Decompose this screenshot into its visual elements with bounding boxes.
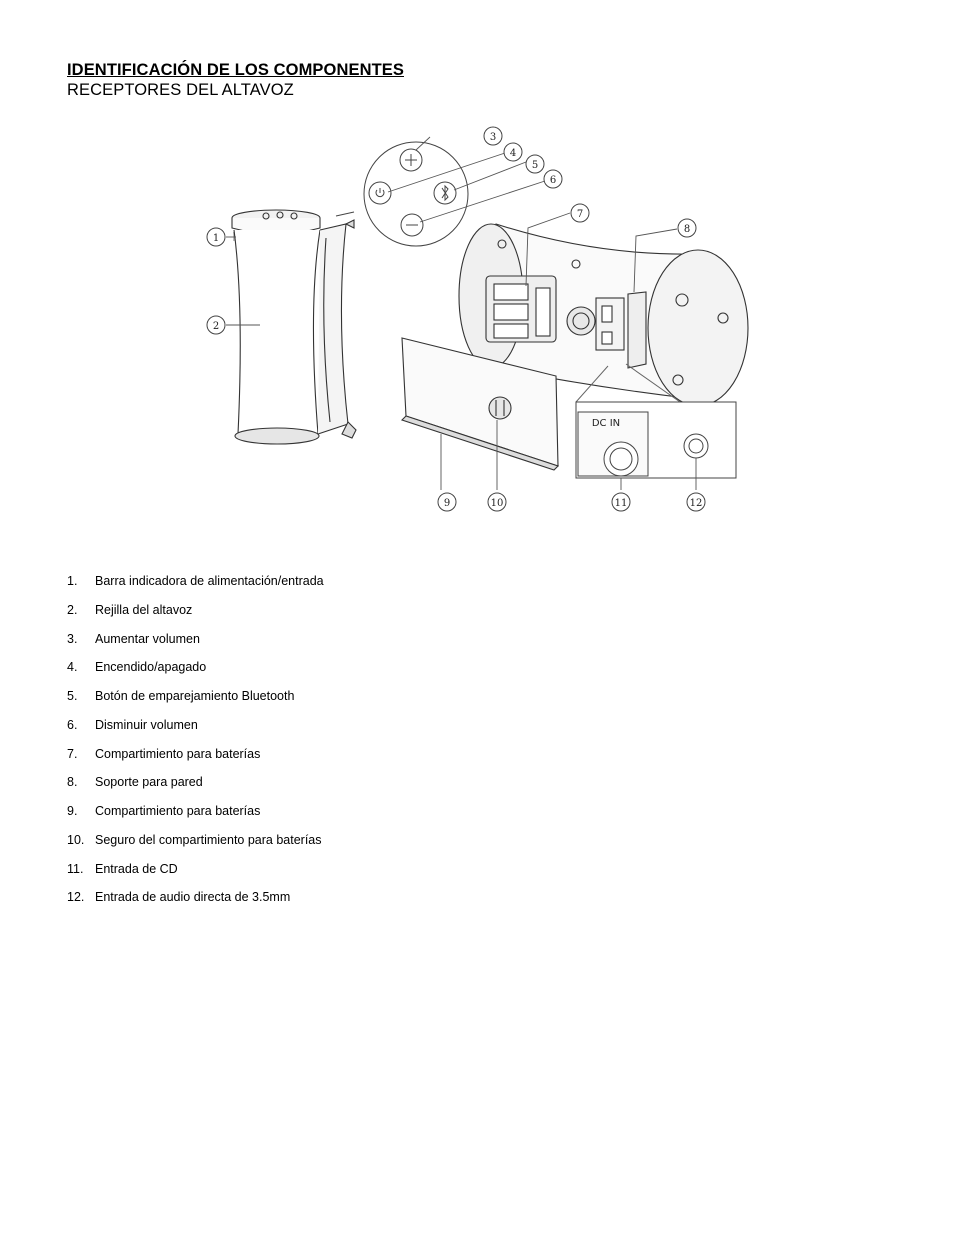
callout-2: 2 (206, 315, 226, 335)
list-item-label: Compartimiento para baterías (95, 804, 261, 818)
callout-1: 1 (206, 227, 226, 247)
callout-label-3: 3 (490, 132, 496, 143)
leader-lines (226, 136, 697, 490)
callout-label-10: 10 (491, 498, 504, 509)
callout-11: 11 (611, 492, 631, 512)
list-item-label: Encendido/apagado (95, 660, 207, 675)
list-item-number: 11. (67, 861, 84, 876)
list-item: 6. Disminuir volumen (67, 718, 324, 747)
page-title: IDENTIFICACIÓN DE LOS COMPONENTES (67, 61, 404, 79)
volume-up-button (399, 148, 423, 172)
volume-down-button (400, 213, 424, 237)
list-item-number: 2. (67, 602, 78, 617)
callout-9: 9 (437, 492, 457, 512)
speaker-diagram: DC IN 1 2 3 4 5 6 7 8 9 (196, 116, 756, 518)
list-item-number: 8. (67, 775, 78, 790)
callout-label-2: 2 (213, 321, 219, 332)
speaker-illustration: DC IN 1 2 3 4 5 6 7 8 9 (206, 126, 749, 512)
callout-label-1: 1 (213, 233, 219, 244)
port-zoom: DC IN (575, 363, 737, 479)
list-item-label: Entrada de CD (95, 861, 178, 876)
list-item: 2. Rejilla del altavoz (67, 603, 324, 632)
list-item-label: Compartimiento para baterías (95, 746, 261, 761)
list-item-number: 5. (67, 689, 78, 703)
back-speaker (458, 223, 749, 407)
callout-label-8: 8 (684, 224, 690, 235)
callout-label-12: 12 (690, 498, 703, 509)
list-item-label: Disminuir volumen (95, 717, 198, 732)
callout-12: 12 (686, 492, 706, 512)
list-item: 7. Compartimiento para baterías (67, 747, 324, 776)
list-item: 8. Soporte para pared (67, 775, 324, 804)
callout-label-11: 11 (615, 498, 628, 509)
control-panel-zoom (335, 141, 469, 247)
list-item-label: Entrada de audio directa de 3.5mm (95, 890, 291, 905)
list-item-number: 3. (67, 631, 78, 646)
battery-cover (400, 337, 560, 471)
power-button (368, 181, 392, 205)
list-item: 1. Barra indicadora de alimentación/entra… (67, 574, 324, 603)
list-item: 5. Botón de emparejamiento Bluetooth (67, 689, 324, 718)
list-item-number: 12. (67, 890, 85, 905)
callout-label-6: 6 (550, 175, 556, 186)
list-item-number: 7. (67, 746, 78, 761)
list-item-label: Soporte para pared (95, 775, 203, 790)
standing-speaker (231, 209, 357, 445)
page-subtitle: RECEPTORES DEL ALTAVOZ (67, 81, 294, 99)
callout-3: 3 (483, 126, 503, 146)
callout-10: 10 (487, 492, 507, 512)
callout-8: 8 (677, 218, 697, 238)
list-item-number: 6. (67, 717, 78, 732)
list-item-label: Aumentar volumen (95, 631, 200, 646)
audio-jack (683, 433, 709, 459)
callout-6: 6 (543, 169, 563, 189)
components-list: 1. Barra indicadora de alimentación/entra… (67, 574, 324, 919)
list-item: 9. Compartimiento para baterías (67, 804, 324, 833)
list-item-number: 4. (67, 660, 78, 675)
list-item: 11. Entrada de CD (67, 862, 324, 891)
callout-label-4: 4 (510, 148, 516, 159)
callout-4: 4 (503, 142, 523, 162)
callout-label-7: 7 (577, 209, 583, 220)
list-item: 12. Entrada de audio directa de 3.5mm (67, 890, 324, 919)
callout-7: 7 (570, 203, 590, 223)
list-item-label: Botón de emparejamiento Bluetooth (95, 689, 295, 703)
list-item: 3. Aumentar volumen (67, 632, 324, 661)
list-item-label: Seguro del compartimiento para baterías (95, 832, 322, 847)
list-item: 4. Encendido/apagado (67, 660, 324, 689)
callout-5: 5 (525, 154, 545, 174)
list-item-number: 1. (67, 574, 78, 588)
list-item-label: Rejilla del altavoz (95, 602, 193, 617)
list-item-number: 10. (67, 832, 85, 847)
list-item: 10. Seguro del compartimiento para baterí… (67, 833, 324, 862)
dc-jack (603, 441, 639, 477)
list-item-label: Barra indicadora de alimentación/entrada (95, 574, 324, 588)
wall-mount (627, 291, 647, 369)
list-item-number: 9. (67, 804, 78, 818)
dc-in-label: DC IN (592, 418, 620, 429)
bluetooth-button (433, 181, 457, 205)
callout-label-9: 9 (444, 498, 450, 509)
callout-label-5: 5 (532, 160, 538, 171)
